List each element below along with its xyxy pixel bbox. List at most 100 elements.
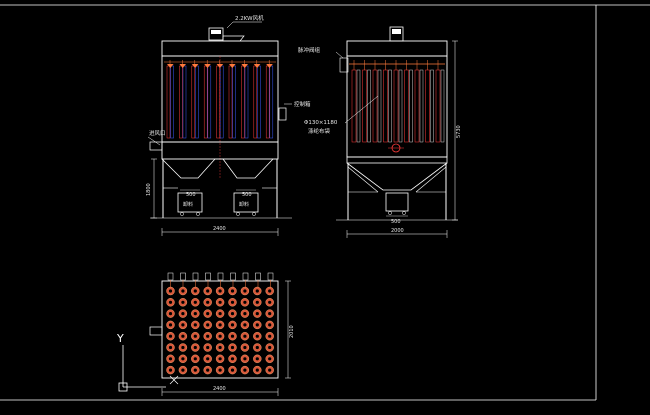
front-top-plenum	[161, 40, 279, 57]
ucs-y-label: Y	[116, 332, 124, 345]
fan-motor-cap	[211, 30, 221, 34]
top-valve	[230, 272, 236, 281]
bag-hole-center	[168, 357, 173, 361]
front-bag-red	[203, 65, 208, 139]
bag-hole-center	[243, 323, 247, 327]
bag-hole-center	[230, 312, 235, 316]
bag-hole-center	[243, 357, 247, 361]
side-bin-dim: 500	[391, 219, 401, 225]
front-bag-blue	[170, 65, 174, 139]
bag-hole-center	[230, 368, 235, 372]
front-nozzle	[204, 64, 211, 68]
bag-hole-center	[255, 345, 259, 350]
bag-hole-center	[268, 334, 272, 338]
control-box	[278, 107, 287, 121]
side-fan-cap	[392, 29, 401, 34]
bag-hole-center	[181, 334, 185, 338]
bag-hole-center	[230, 323, 235, 327]
side-bag-cage	[367, 69, 371, 143]
bag-hole-center	[268, 345, 272, 350]
side-bag-cage	[398, 69, 403, 143]
front-bag-red	[228, 65, 233, 139]
top-inlet	[149, 326, 163, 336]
front-bag-red	[241, 65, 245, 139]
hopper-size-right: 500	[242, 192, 252, 198]
side-bag	[383, 69, 388, 143]
bag-hole-center	[218, 368, 222, 372]
side-bag-cage	[356, 69, 361, 143]
bin-wheel	[388, 211, 392, 215]
side-bag-cage	[440, 69, 445, 143]
bag-hole-center	[181, 368, 185, 372]
bag-hole-center	[218, 312, 222, 316]
bin-label-left: 卸料	[183, 201, 193, 208]
bag-hole-center	[243, 368, 247, 372]
bag-hole-center	[255, 323, 259, 327]
top-width-dim: 2400	[213, 386, 226, 392]
bag-hole-center	[268, 323, 272, 327]
side-bag	[362, 69, 367, 143]
front-view: 2.2KW风机 进风口 控制箱 500	[146, 14, 311, 236]
bag-hole-center	[181, 289, 185, 293]
fan-leader	[226, 21, 234, 29]
bin-wheel	[236, 212, 240, 216]
bag-hole-center	[193, 300, 197, 304]
bag-hole-center	[268, 368, 272, 372]
bag-hole-center	[193, 334, 197, 338]
bag-hole-center	[181, 345, 185, 350]
bin-wheel	[180, 212, 184, 216]
bag-hole-center	[206, 357, 210, 361]
front-nozzle	[253, 64, 261, 68]
bag-hole-center	[206, 368, 210, 372]
top-valve	[180, 272, 186, 281]
front-bag-red	[166, 65, 171, 139]
front-bag-blue	[207, 65, 212, 139]
bag-hole-center	[206, 289, 210, 293]
bag-hole-center	[168, 300, 173, 304]
side-brace	[415, 166, 447, 193]
bag-hole-center	[206, 323, 210, 327]
front-bag-blue	[232, 65, 236, 139]
top-pulse-valves	[167, 272, 274, 288]
bag-hole-center	[193, 289, 197, 293]
bag-hole-center	[168, 368, 173, 372]
bag-spec-leader	[344, 95, 379, 124]
bag-hole-center	[181, 300, 185, 304]
bag-hole-center	[168, 334, 173, 338]
ucs-x-mark	[169, 375, 179, 385]
top-valve	[242, 272, 249, 281]
bag-hole-center	[243, 300, 247, 304]
front-bag-red	[265, 65, 270, 139]
side-bag-cage	[377, 69, 382, 143]
side-bag	[435, 69, 441, 143]
bag-spec-line1: Φ130×1180	[304, 120, 338, 126]
side-bag	[351, 69, 357, 143]
bag-spec-line2: 涤纶布袋	[308, 127, 331, 135]
bin-wheel	[196, 212, 200, 216]
bag-hole-center	[218, 289, 222, 293]
front-hopper-right	[222, 158, 274, 179]
side-bag-cage	[419, 69, 424, 143]
front-bag-blue	[182, 65, 187, 139]
inlet-flange	[149, 141, 163, 151]
front-nozzle	[179, 64, 186, 68]
fan-motor	[208, 27, 224, 41]
front-nozzle	[191, 64, 199, 68]
front-bag-blue	[195, 65, 199, 139]
bag-hole-center	[218, 345, 222, 350]
bag-hole-center	[168, 312, 173, 316]
bag-hole-center	[230, 289, 235, 293]
side-bag-cage	[409, 69, 413, 143]
bag-hole-center	[230, 345, 235, 350]
side-bin	[385, 192, 409, 212]
bag-hole-center	[243, 334, 247, 338]
top-valve	[255, 272, 261, 281]
bag-hole-center	[243, 345, 247, 350]
bag-hole-center	[193, 312, 197, 316]
bag-hole-center	[193, 323, 197, 327]
front-nozzle	[266, 64, 273, 68]
inlet-label: 进风口	[149, 129, 166, 137]
front-bag-blue	[219, 65, 224, 139]
front-bin-right	[233, 192, 259, 213]
